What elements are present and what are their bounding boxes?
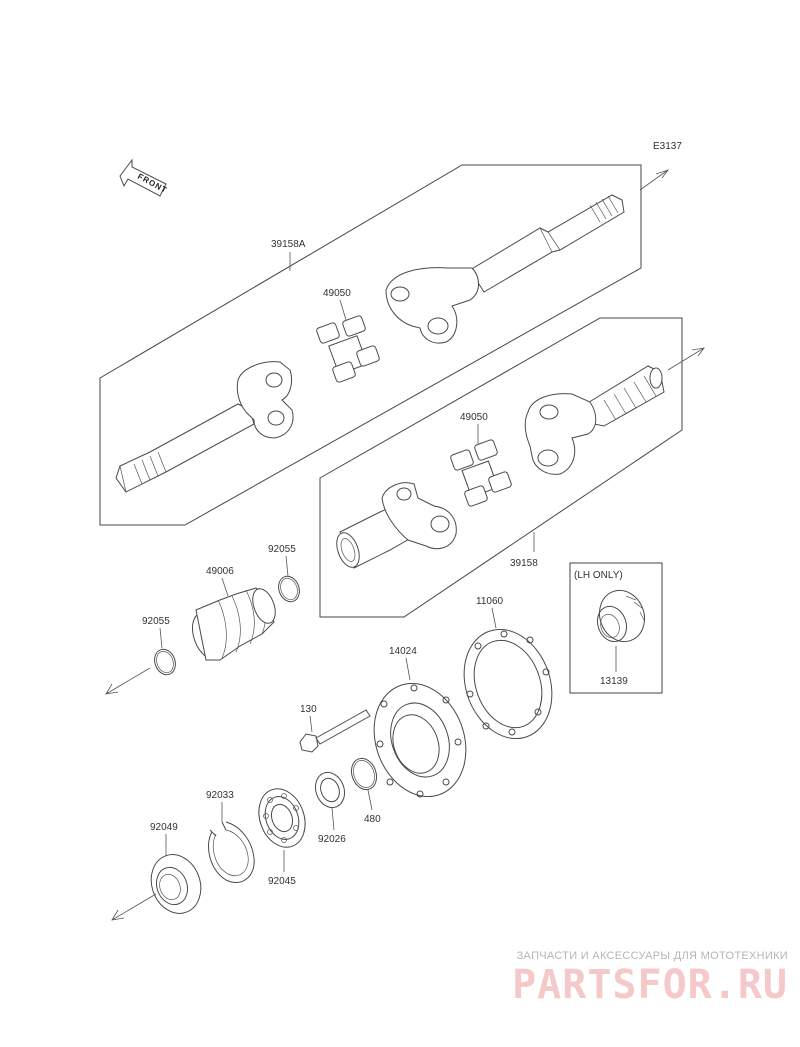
flange-bolt: [299, 709, 371, 753]
watermark-tagline: ЗАПЧАСТИ И АКСЕССУАРЫ ДЛЯ МОТОТЕХНИКИ: [516, 950, 788, 962]
part-label-11060: 11060: [476, 596, 504, 607]
oil-seal: [150, 854, 202, 914]
splined-collar: [596, 589, 646, 643]
watermark-logo: PARTSFOR.RU: [512, 962, 788, 1008]
part-label-92055-lower: 92055: [142, 616, 170, 627]
lh-only-label: (LH ONLY): [574, 570, 623, 581]
cv-boot: [191, 587, 276, 661]
part-label-49006: 49006: [206, 566, 234, 577]
part-label-92033: 92033: [206, 790, 234, 801]
drive-shaft-inner: [115, 361, 294, 493]
spacer-washer: [314, 771, 346, 809]
boot-clamp-upper: [278, 575, 300, 603]
boot-clamp-lower: [154, 648, 176, 676]
universal-joint-spider-lower: [450, 439, 512, 507]
ball-bearing: [258, 788, 306, 848]
part-label-14024: 14024: [389, 646, 417, 657]
part-label-92045: 92045: [268, 876, 296, 887]
part-label-13139: 13139: [600, 676, 628, 687]
bearing-housing: [373, 682, 467, 798]
diagram-code: E3137: [653, 141, 682, 152]
part-label-39158A: 39158A: [271, 239, 306, 250]
front-arrow-icon: FRONT: [119, 158, 169, 197]
part-label-130: 130: [300, 704, 317, 715]
part-label-49050-lower: 49050: [460, 412, 488, 423]
cv-joint-outer: [524, 365, 665, 475]
circlip: [350, 757, 378, 791]
gasket: [463, 628, 553, 740]
part-label-39158: 39158: [510, 558, 538, 569]
snap-ring: [208, 821, 255, 883]
part-label-92049: 92049: [150, 822, 178, 833]
assembly-frame-39158A: [99, 164, 642, 526]
part-label-49050-upper: 49050: [323, 288, 351, 299]
part-label-480: 480: [364, 814, 381, 825]
universal-joint-spider-upper: [316, 315, 380, 383]
drive-shaft-outer: [385, 194, 625, 344]
part-label-92055-upper: 92055: [268, 544, 296, 555]
lh-only-box: [569, 562, 663, 694]
assembly-frame-39158: [319, 317, 683, 618]
part-label-92026: 92026: [318, 834, 346, 845]
cv-joint-inner: [336, 482, 457, 569]
